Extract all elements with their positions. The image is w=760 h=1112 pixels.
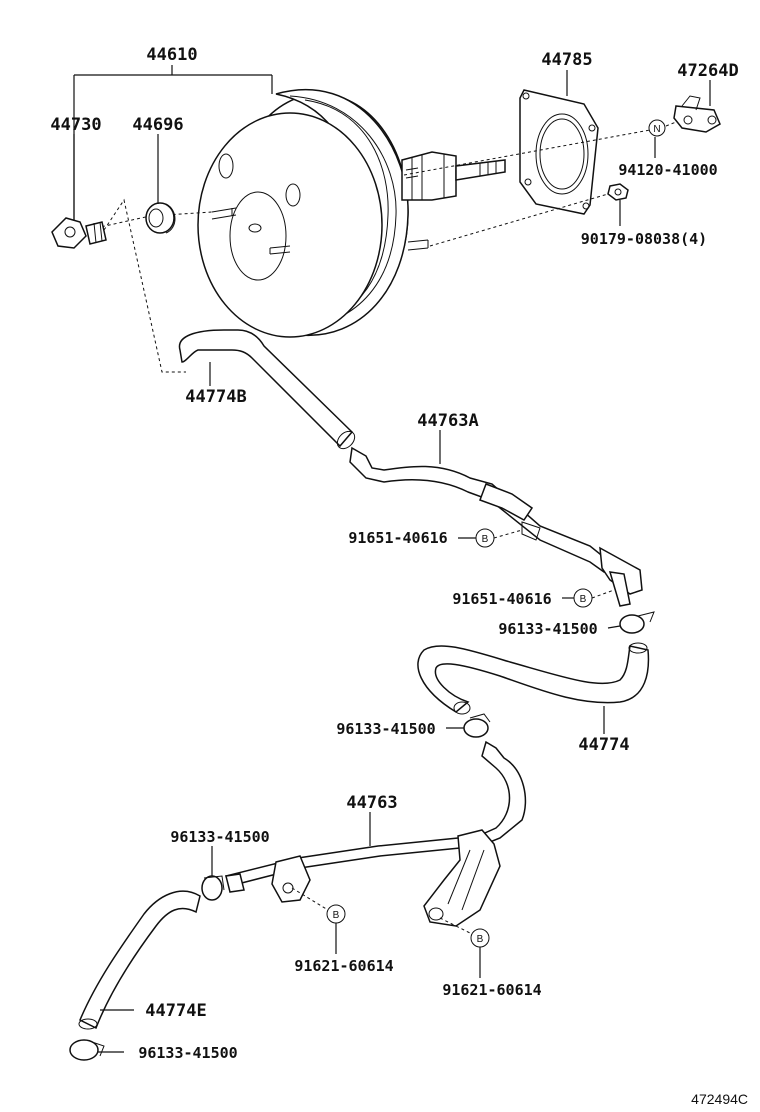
- label-44696: 44696: [132, 115, 183, 135]
- marker-b-2: B: [573, 588, 593, 608]
- brake-booster: [197, 88, 506, 338]
- nut-90179: [607, 183, 629, 201]
- clip-96133-middle: [463, 713, 491, 738]
- label-90179-08038: 90179-08038(4): [581, 230, 707, 248]
- label-94120-41000: 94120-41000: [618, 161, 717, 179]
- label-91621-60614-right: 91621-60614: [442, 981, 541, 999]
- diagram-reference-code: 472494C: [691, 1091, 748, 1107]
- label-96133-41500-upper: 96133-41500: [498, 620, 597, 638]
- label-91651-40616-lower: 91651-40616: [452, 590, 551, 608]
- marker-b-1: B: [475, 528, 495, 548]
- marker-n: N: [648, 119, 666, 137]
- svg-text:B: B: [477, 934, 484, 945]
- label-96133-41500-lower: 96133-41500: [170, 828, 269, 846]
- svg-text:N: N: [653, 124, 660, 135]
- pipe-44763A: [349, 446, 643, 607]
- gasket-44785: [519, 89, 599, 215]
- hose-44774: [417, 642, 650, 715]
- label-44774E: 44774E: [145, 1001, 206, 1021]
- label-44730: 44730: [50, 115, 101, 135]
- svg-text:B: B: [482, 534, 489, 545]
- marker-b-4: B: [470, 928, 490, 948]
- label-44763A: 44763A: [417, 411, 478, 431]
- hose-44774B: [178, 329, 356, 450]
- pipe-44763: [224, 740, 527, 927]
- label-91651-40616-upper: 91651-40616: [348, 529, 447, 547]
- label-44610: 44610: [146, 45, 197, 65]
- label-96133-41500-middle: 96133-41500: [336, 720, 435, 738]
- marker-b-3: B: [326, 904, 346, 924]
- svg-text:B: B: [580, 594, 587, 605]
- clip-96133-bottom: [69, 1039, 105, 1061]
- label-47264D: 47264D: [677, 61, 738, 81]
- clip-96133-lower: [201, 875, 225, 901]
- label-96133-41500-bottom: 96133-41500: [138, 1044, 237, 1062]
- clevis-47264D: [673, 95, 721, 133]
- label-91621-60614-left: 91621-60614: [294, 957, 393, 975]
- label-44774: 44774: [578, 735, 629, 755]
- clip-96133-upper: [619, 611, 655, 634]
- check-valve-44730: [51, 217, 107, 249]
- label-44774B: 44774B: [185, 387, 246, 407]
- label-44763: 44763: [346, 793, 397, 813]
- svg-text:B: B: [333, 910, 340, 921]
- hose-44774E: [78, 890, 201, 1030]
- grommet-44696: [145, 202, 176, 234]
- label-44785: 44785: [541, 50, 592, 70]
